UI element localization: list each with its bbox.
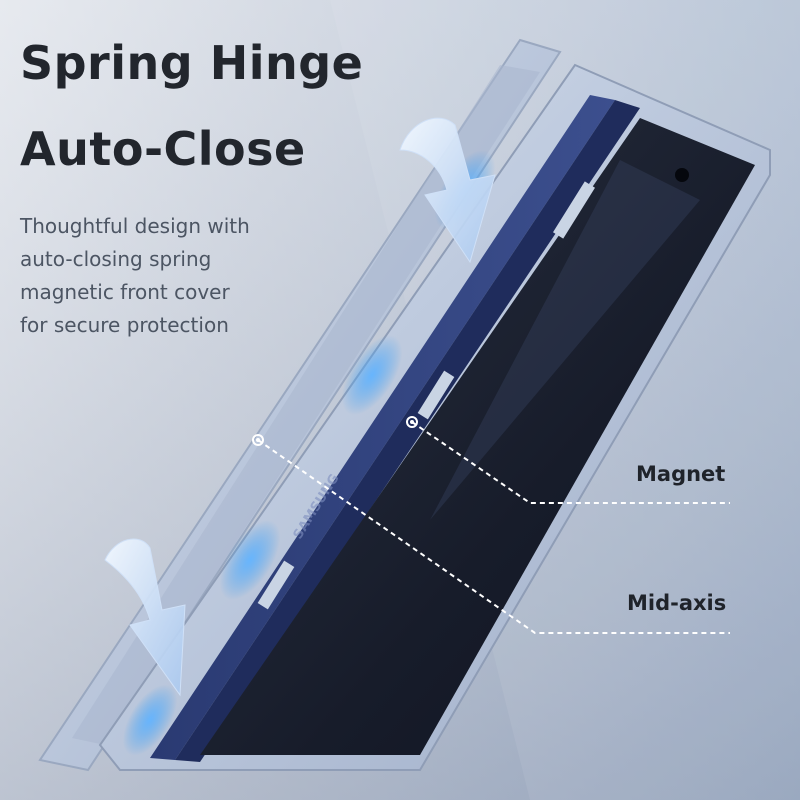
- description-line: magnetic front cover: [20, 280, 230, 304]
- headline-line-1: Spring Hinge: [20, 36, 364, 90]
- mid-axis-label: Mid-axis: [627, 591, 727, 615]
- description-line: for secure protection: [20, 313, 229, 337]
- auto-close-arrow-top-icon: [399, 117, 496, 264]
- magnet-callout-line: [406, 416, 730, 504]
- description: Thoughtful design with auto-closing spri…: [20, 210, 250, 342]
- auto-close-arrow-bottom-icon: [104, 538, 186, 697]
- camera-icon: [675, 168, 689, 182]
- magnet-label: Magnet: [636, 462, 726, 486]
- phone-screen: [200, 118, 755, 755]
- mid-axis-callout-line: [252, 434, 730, 634]
- headline-line-2: Auto-Close: [20, 122, 306, 176]
- description-line: Thoughtful design with: [20, 214, 250, 238]
- description-line: auto-closing spring: [20, 247, 212, 271]
